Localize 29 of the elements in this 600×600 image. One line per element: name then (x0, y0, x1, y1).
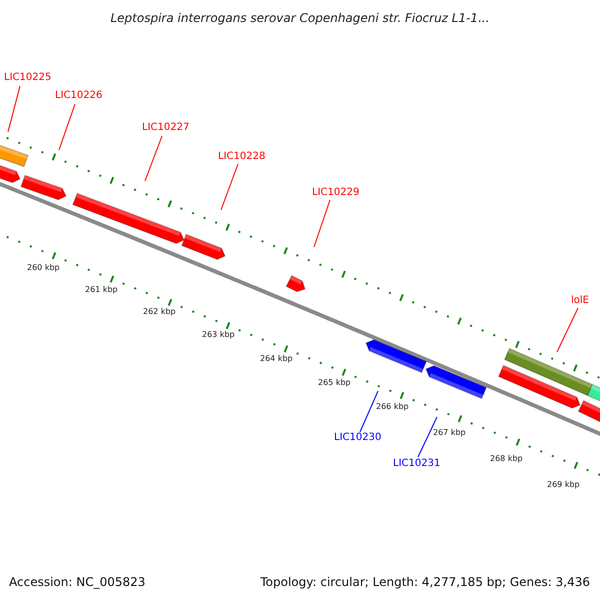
gene-label: LIC10226 (55, 91, 102, 101)
tick-label: 262 kbp (143, 308, 176, 316)
leader-line (220, 164, 238, 210)
gene-label: LIC10231 (393, 459, 440, 469)
leader-line (418, 416, 438, 458)
tick-label: 266 kbp (376, 403, 409, 411)
leader-line (314, 200, 330, 248)
tick-label: 269 kbp (547, 481, 580, 489)
gene-label: lolE (571, 296, 589, 306)
tick-label: 268 kbp (490, 455, 523, 463)
gene-label: LIC10227 (142, 123, 190, 133)
tick-label: 264 kbp (260, 355, 293, 363)
tick-label: 261 kbp (85, 286, 118, 294)
tick-label: 267 kbp (433, 429, 466, 437)
gene-label: LIC10230 (334, 433, 382, 443)
gene-label: LIC10228 (218, 152, 266, 162)
title: Leptospira interrogans serovar Copenhageni str. Fiocruz L1-1... (109, 12, 491, 24)
tick-label: 265 kbp (318, 379, 351, 387)
footer-text: Accession: NC_005823 (9, 576, 146, 588)
gene-label: LIC10229 (312, 188, 360, 198)
leader-line (8, 86, 20, 132)
tick-label: 263 kbp (202, 331, 235, 339)
leader-line (58, 104, 76, 150)
leader-line (144, 136, 162, 182)
tick-label: 260 kbp (27, 264, 60, 272)
leader-line (360, 390, 378, 432)
footer-text: Topology: circular; Length: 4,277,185 bp; Genes: 3,436 (260, 576, 590, 588)
gene-label: LIC10225 (4, 73, 52, 83)
leader-line (556, 308, 578, 352)
